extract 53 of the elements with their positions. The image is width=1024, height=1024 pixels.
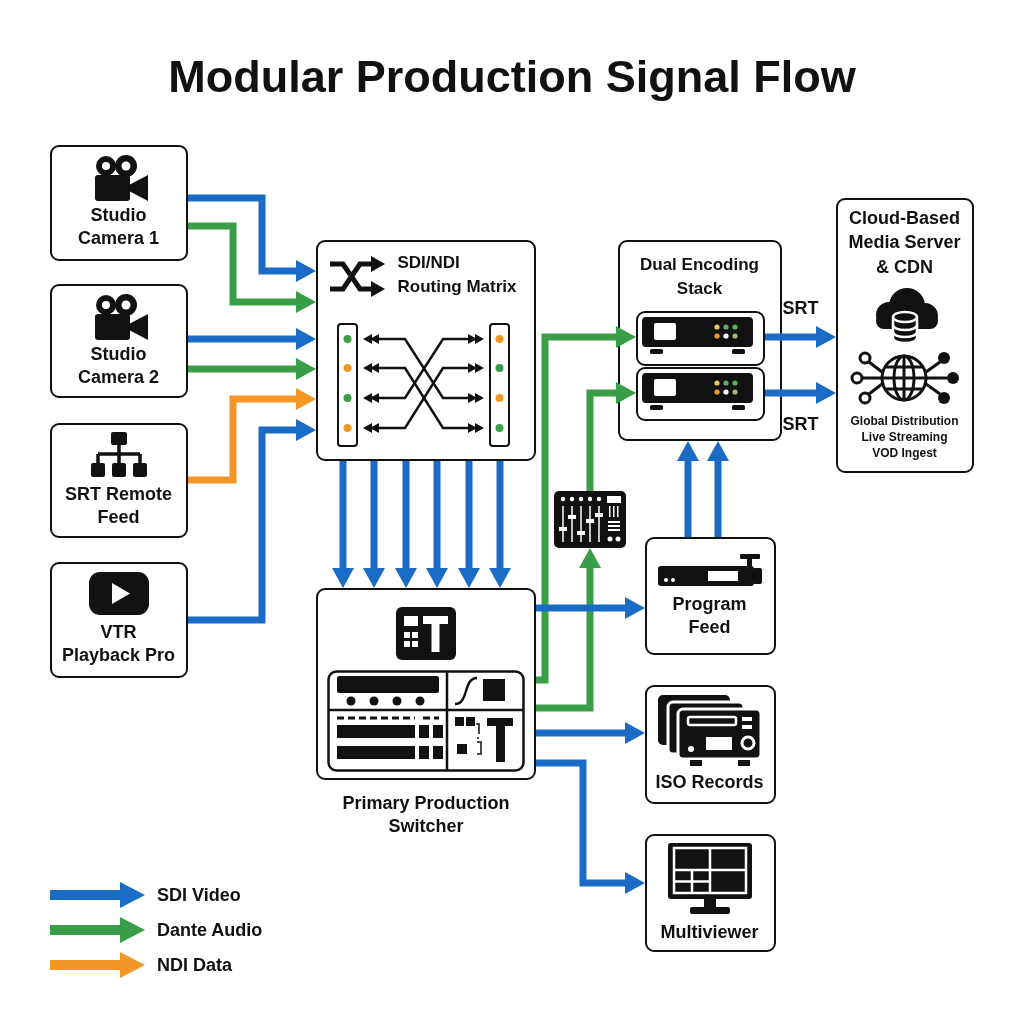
node-label: Studio Camera 1 [77,203,160,250]
node-label: Multiviewer [659,920,760,944]
node-label: ISO Records [654,770,765,794]
node-label: VTR Playback Pro [61,620,176,667]
signal-arrow [536,722,645,744]
legend-label: Dante Audio [157,919,263,941]
node-label: SRT Remote Feed [64,482,173,529]
playback-box [50,562,188,678]
signal-arrow [188,222,316,313]
signal-arrow [188,328,316,350]
cloud-server-box [836,198,974,473]
camera-box [50,284,188,398]
signal-arrow [765,326,836,348]
router-box [316,240,536,461]
service-item: Live Streaming [860,428,949,445]
signal-arrow [765,382,836,404]
signal-arrow [332,461,354,588]
signal-arrow [536,597,645,619]
signal-arrow [707,441,729,537]
signal-arrow [363,461,385,588]
signal-arrow [188,388,316,484]
service-item: Global Distribution [850,412,959,429]
node-label: Dual Encoding Stack [639,253,760,300]
audio-mixer-icon [554,491,626,548]
program-feed-box [645,537,776,655]
signal-arrow [586,382,636,491]
signal-arrow [188,358,316,380]
encoder-stack-box [618,240,782,441]
signal-arrow [536,759,645,894]
signal-arrow [489,461,511,588]
signal-arrow [536,548,601,712]
camera-box [50,145,188,261]
signal-arrow [188,419,316,624]
signal-arrow [395,461,417,588]
node-label: Cloud-Based Media Server & CDN [847,206,962,279]
node-label: SDI/NDI Routing Matrix [397,251,518,298]
multiviewer-box [645,834,776,952]
legend-label: SDI Video [157,884,241,906]
service-item: VOD Ingest [871,444,938,461]
encoder-unit-box [635,310,765,366]
diagram-title: Modular Production Signal Flow [168,50,856,104]
signal-arrow [458,461,480,588]
signal-arrow [188,194,316,282]
recorder-box [645,685,776,804]
signal-arrow [677,441,699,537]
encoder-unit-box [635,366,765,421]
node-label: Primary Production Switcher [341,792,511,838]
remote-feed-box [50,423,188,538]
signal-arrow [426,461,448,588]
legend-label: NDI Data [157,954,232,976]
node-label: Studio Camera 2 [77,342,160,389]
signal-arrow [536,326,636,684]
node-label: Program Feed [671,592,748,639]
